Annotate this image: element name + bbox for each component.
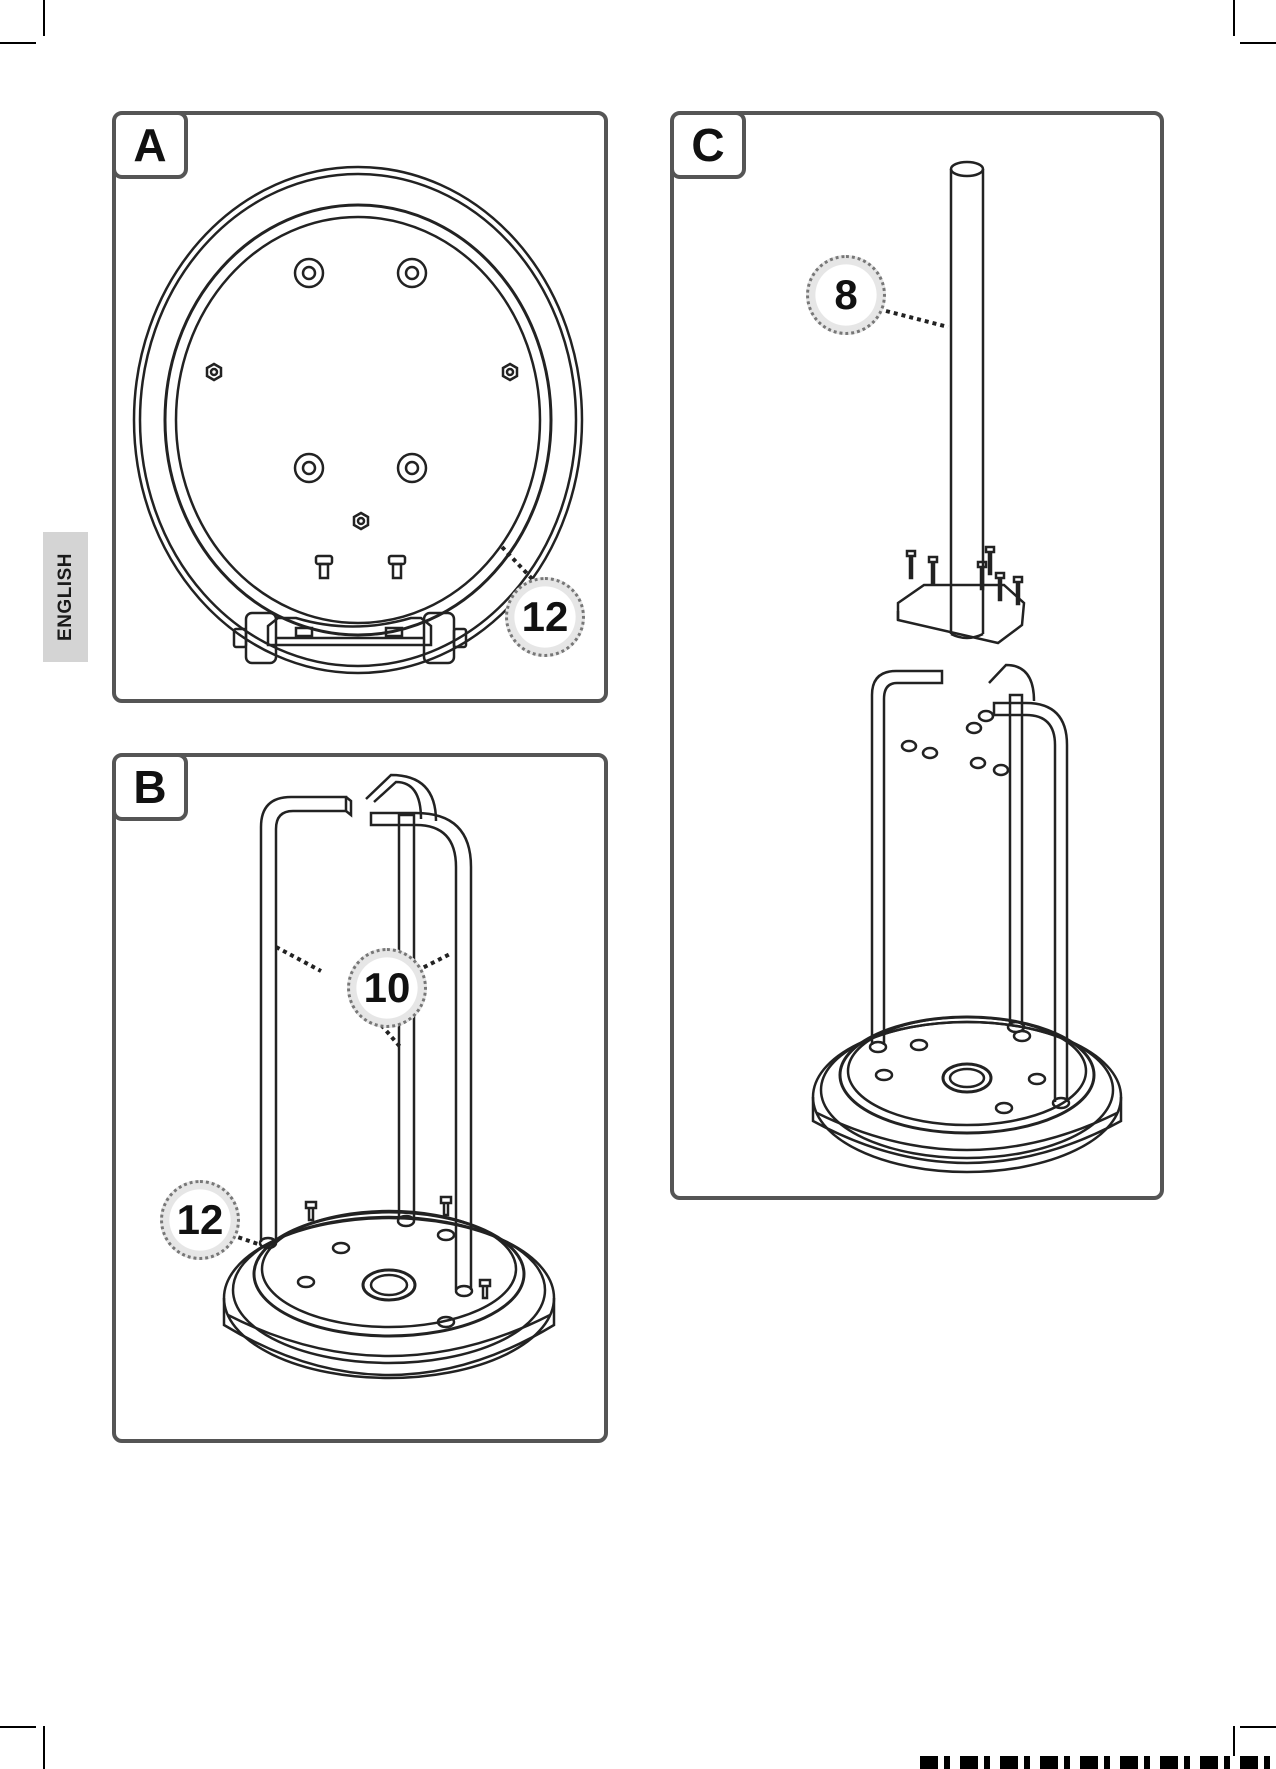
panel-a: A 12: [112, 111, 608, 703]
crop-mark-bl-v: [43, 1726, 45, 1769]
pole-assembly-illustration: [674, 115, 1160, 1196]
language-tab-label: ENGLISH: [55, 553, 77, 641]
crop-mark-bl-h: [0, 1726, 36, 1728]
panel-c-label: C: [670, 111, 746, 179]
crop-mark-tr-h: [1240, 42, 1276, 44]
crop-mark-tl-v: [43, 0, 45, 36]
language-tab: ENGLISH: [43, 532, 88, 662]
panel-c: C: [670, 111, 1164, 1200]
panel-b-label: B: [112, 753, 188, 821]
callout-part-12-b: 12: [160, 1180, 240, 1260]
panel-b: B 10 12: [112, 753, 608, 1443]
callout-part-8: 8: [806, 255, 886, 335]
crop-mark-tl-h: [0, 42, 36, 44]
panel-a-label: A: [112, 111, 188, 179]
crop-mark-br-h: [1240, 1726, 1276, 1728]
callout-part-12-a: 12: [505, 577, 585, 657]
crop-mark-tr-v: [1233, 0, 1235, 36]
callout-part-10: 10: [347, 948, 427, 1028]
printer-registration-marks: [920, 1756, 1276, 1769]
base-with-uprights-illustration: [116, 757, 604, 1439]
